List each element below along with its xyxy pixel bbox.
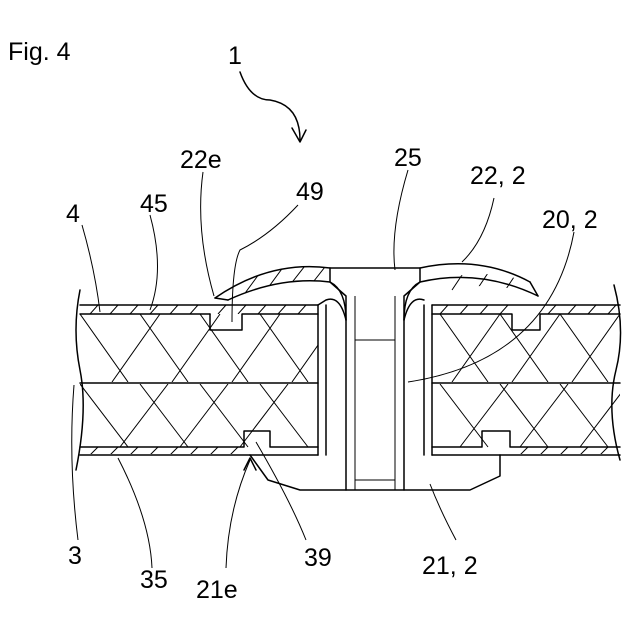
- label-45: 45: [140, 190, 168, 218]
- label-25: 25: [394, 144, 422, 172]
- label-49: 49: [296, 178, 324, 206]
- label-20-2: 20, 2: [542, 206, 598, 234]
- left-panel: [76, 290, 340, 470]
- leaders: [72, 72, 574, 568]
- label-35: 35: [140, 566, 168, 594]
- label-3: 3: [68, 542, 82, 570]
- label-21e: 21e: [196, 576, 238, 604]
- label-22-2: 22, 2: [470, 162, 526, 190]
- figure-title: Fig. 4: [8, 38, 71, 66]
- right-panel: [424, 285, 628, 460]
- label-4: 4: [66, 200, 80, 228]
- label-21-2: 21, 2: [422, 552, 478, 580]
- label-1: 1: [228, 42, 242, 70]
- label-22e: 22e: [180, 146, 222, 174]
- label-39: 39: [304, 544, 332, 572]
